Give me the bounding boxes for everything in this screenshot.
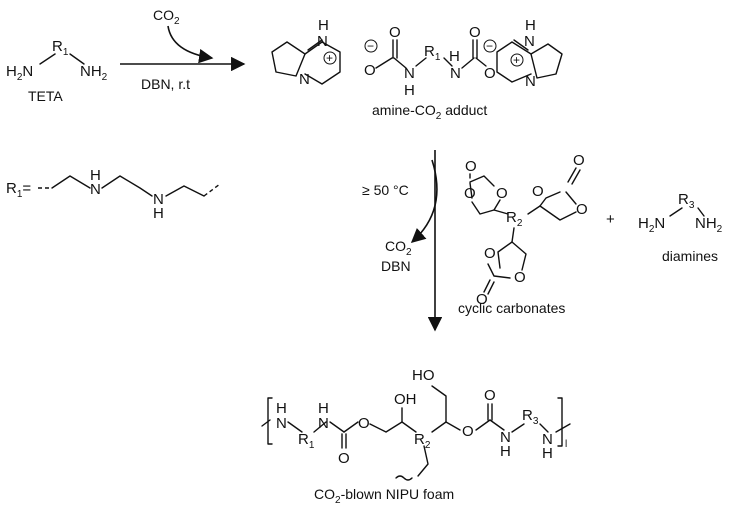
dbnh-right-plus-circle [510,53,524,67]
svg-text:NH2: NH2 [80,63,108,83]
carbonate-r2: R2 [506,209,523,229]
carbonates-label: cyclic carbonates [458,300,565,316]
teta-bond-right [69,53,85,65]
svg-text:H: H [500,443,511,460]
svg-text:N: N [318,415,329,432]
svg-text:O: O [476,291,488,308]
minus-circle-left [364,39,378,53]
product-wavy-bond [395,475,413,481]
minus-circle-right [483,39,497,53]
r1-def-nh2-n: N [153,191,164,208]
plus-sign: + [606,211,615,228]
r1-definition: R1= H N N H [6,167,221,222]
svg-text:O: O [532,183,544,200]
dbnh-left-h: H [318,17,329,34]
svg-text:O: O [338,450,350,467]
product-repeat-index: l [565,439,567,450]
svg-text:−: − [367,39,374,53]
dbnh-left-plus: + [326,51,333,65]
svg-text:O: O [464,185,476,202]
svg-text:O: O [465,158,477,175]
step2-release-curved-arrow [410,159,438,243]
step1-conditions: DBN, r.t [141,76,190,92]
product-oh: OH [394,391,417,408]
dbnh-left-ring6 [304,41,341,85]
dbnh-left: H N + N [271,17,341,88]
svg-text:R1=: R1= [6,180,31,200]
step1-arrow-group: CO2 DBN, r.t [120,7,246,92]
step2-dbn: DBN [381,258,411,274]
product-r1: R1 [298,431,315,451]
carbamate-o-top-left: O [389,24,401,41]
r1-def-nh1-n: N [90,181,101,198]
nipu-product-structure: H N R1 H N O O OH R2 HO O O N H R3 N [261,367,571,481]
svg-text:O: O [576,201,588,218]
svg-text:+: + [513,53,520,67]
carbamate-n-right: N [450,65,461,82]
diamines-label: diamines [662,248,718,264]
carbamate-h-right: H [449,48,460,65]
dbnh-right-h: H [525,17,536,34]
product-label: CO2-blown NIPU foam [314,486,454,506]
teta-structure: H2N R1 NH2 TETA [6,38,108,104]
svg-text:O: O [484,245,496,262]
step2-temperature: ≥ 50 °C [362,182,409,198]
carbamate-o-right: O [484,65,496,82]
product-ho: HO [412,367,435,384]
svg-text:H: H [276,400,287,417]
svg-text:H: H [542,445,553,462]
svg-text:−: − [486,39,493,53]
diamine-r3: R3 [678,191,695,211]
carbamate-n-left: N [404,65,415,82]
dbnh-left-ring5 [271,41,306,77]
teta-label: TETA [28,88,63,104]
svg-text:N: N [542,431,553,448]
carbamate-o-top-right: O [469,24,481,41]
svg-text:O: O [496,185,508,202]
diamine-structure: H2N R3 NH2 [638,191,723,235]
carbamate-r1: R1 [424,43,441,63]
cyclic-carbonate-structure: O O O R2 O O O O O O [464,152,588,308]
svg-text:O: O [514,269,526,286]
teta-h: H [6,63,17,80]
svg-text:O: O [484,387,496,404]
step2-co2: CO2 [385,238,412,258]
dbnh-left-n: N [317,33,328,50]
bracket-right [557,397,563,447]
adduct-label: amine-CO2 adduct [372,102,487,122]
svg-text:O: O [573,152,585,169]
svg-text:O: O [462,423,474,440]
step1-co2-curved-arrow [167,25,214,64]
svg-text:N: N [276,415,287,432]
teta-r1: R1 [52,38,69,58]
dbnh-left-plus-circle [323,51,337,65]
svg-text:H: H [318,400,329,417]
carbamate-h-left: H [404,82,415,99]
dbnh-right-ring-n: N [525,73,536,90]
dbnh-right-n: N [524,33,535,50]
svg-text:NH2: NH2 [695,215,723,235]
product-r2: R2 [414,431,431,451]
r1-def-nh1-h: H [90,167,101,184]
teta-nh2: NH [80,63,102,80]
dbnh-right: H N + N [496,17,563,90]
product-r3: R3 [522,407,539,427]
svg-text:N: N [500,429,511,446]
dbnh-left-ring-n: N [299,71,310,88]
svg-text:H2N: H2N [6,63,33,83]
r1-def-nh2-h: H [153,205,164,222]
dbnh-right-ring6 [496,41,532,83]
step1-reagent-co2: CO2 [153,7,180,27]
carbamate-dianion: − O O N H R1 N H O O − [364,24,497,99]
svg-text:H2N: H2N [638,215,665,235]
svg-text:O: O [358,415,370,432]
step2-arrow-group: ≥ 50 °C CO2 DBN [362,150,443,332]
teta-bond-left [39,53,56,65]
carbamate-o-left: O [364,62,376,79]
dbnh-right-ring5 [530,43,563,79]
